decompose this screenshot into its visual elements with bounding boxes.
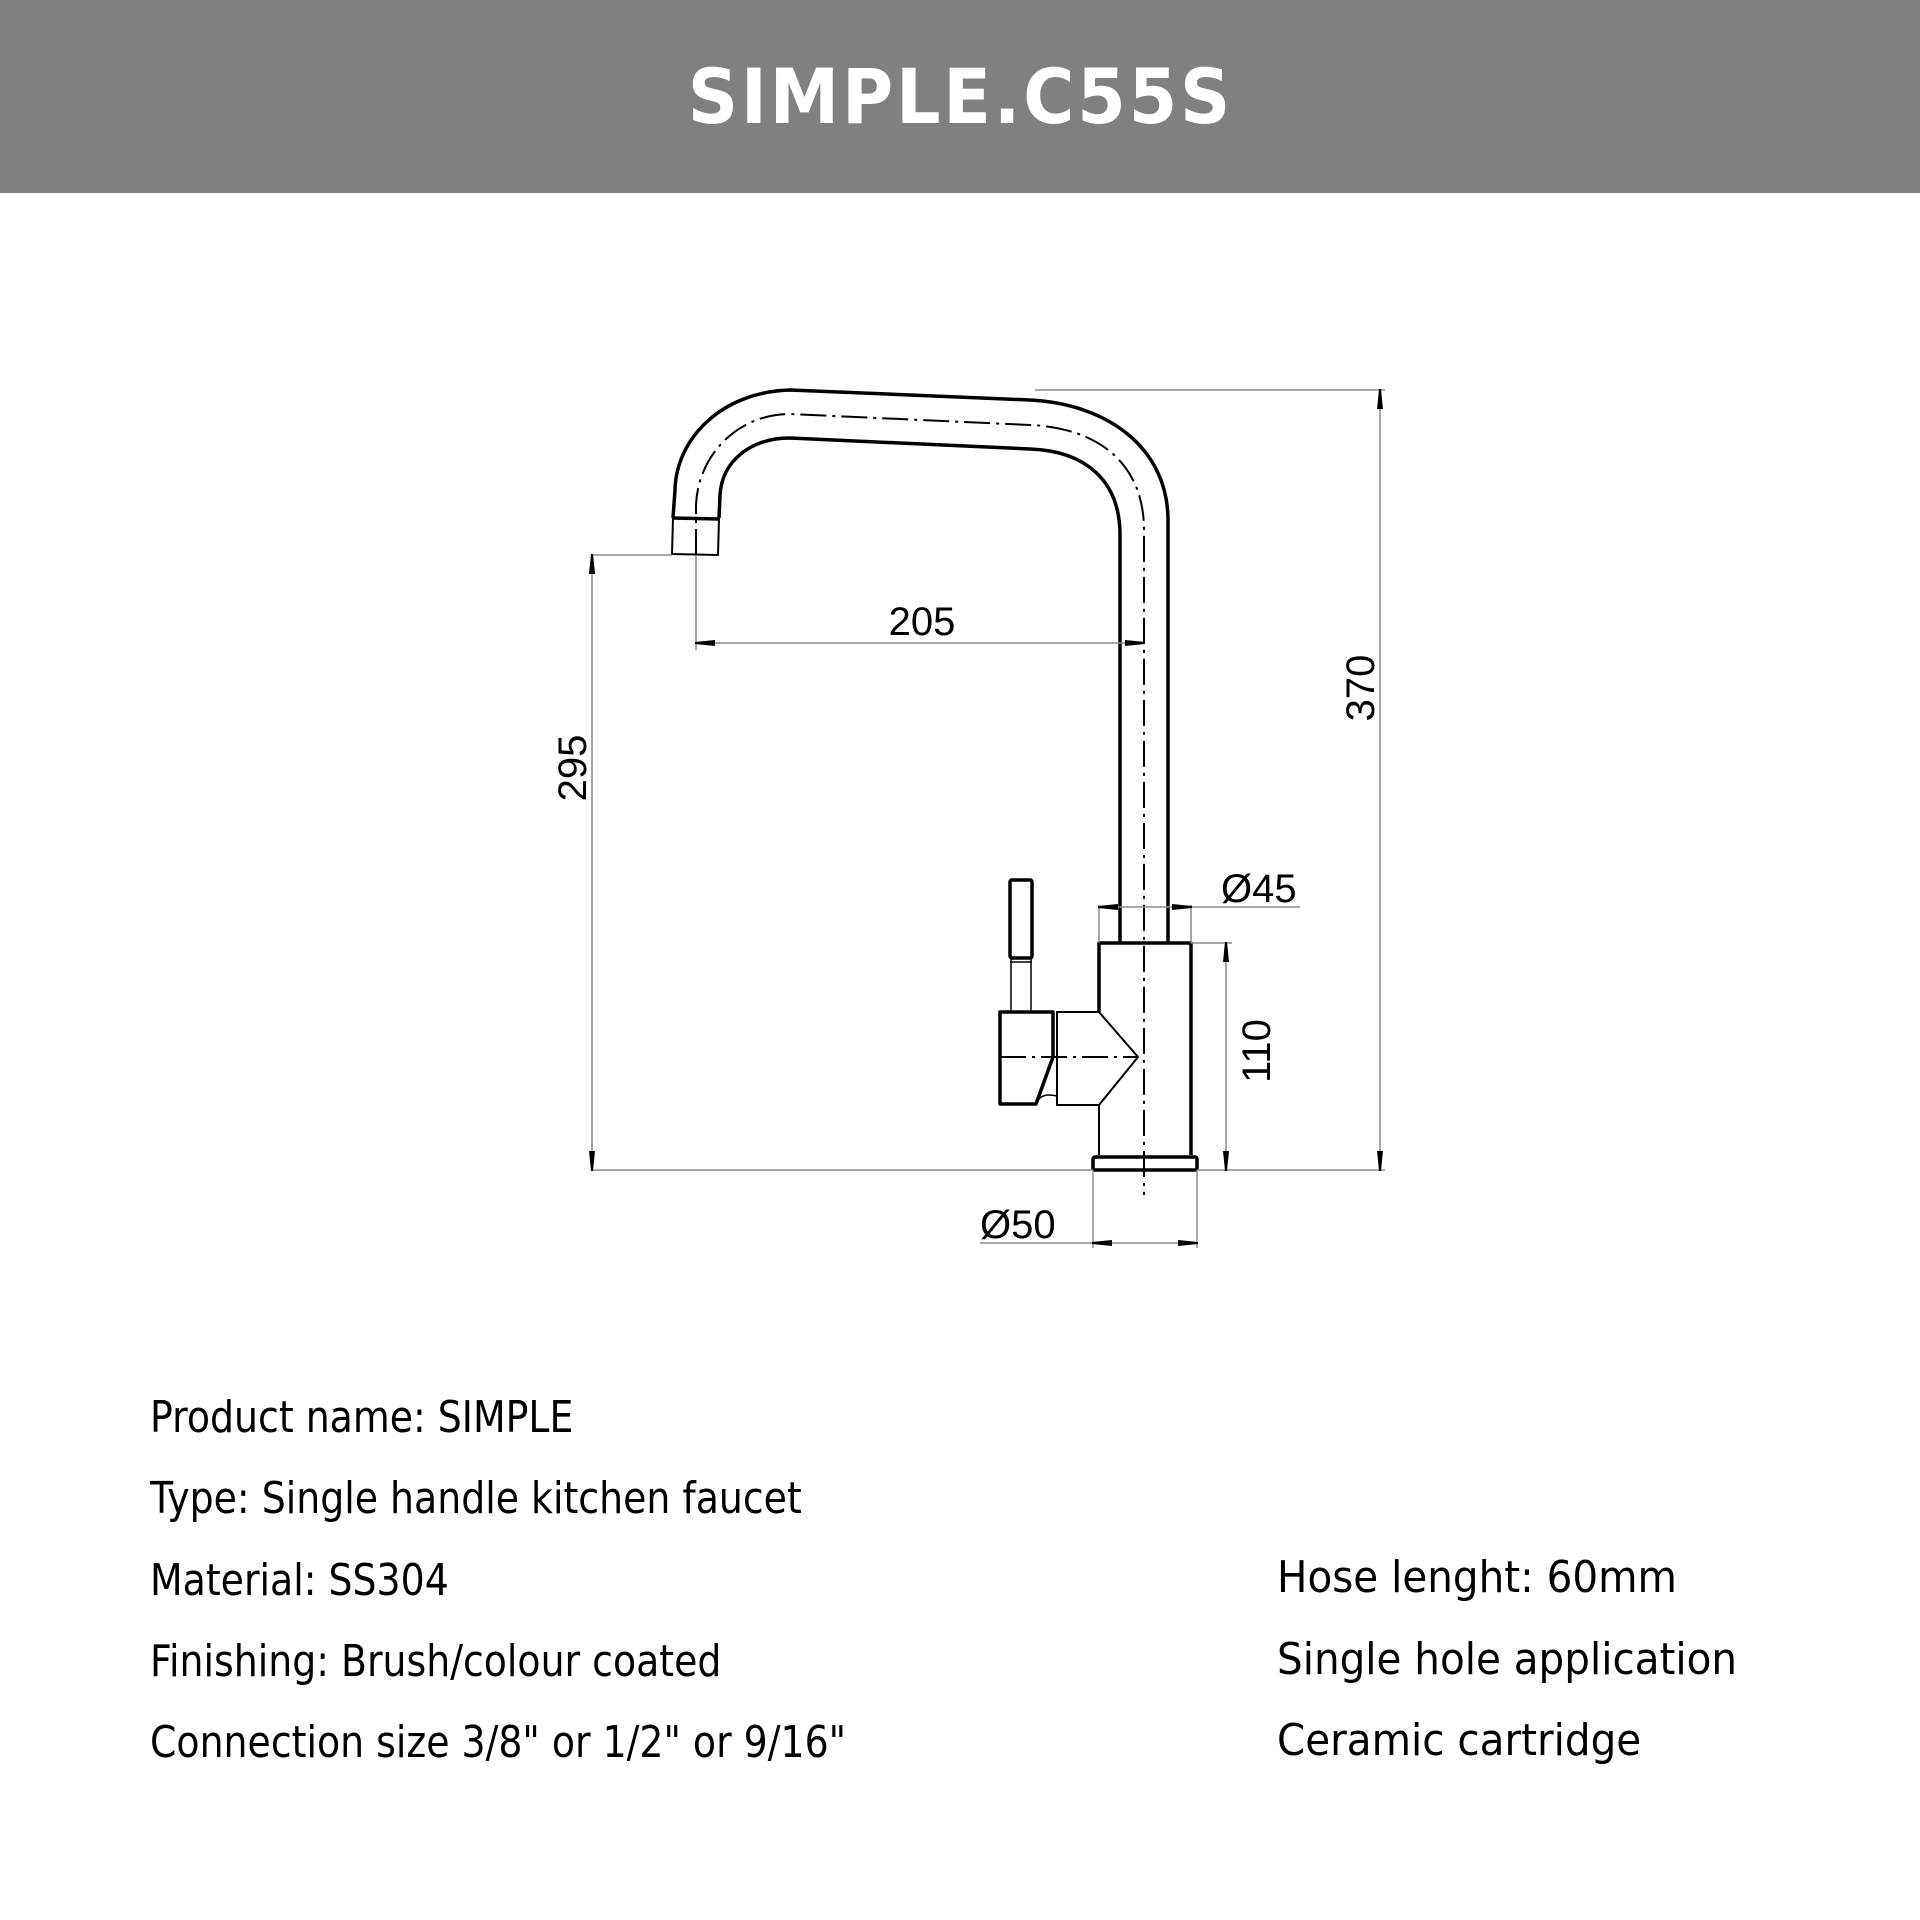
spec-type: Type: Single handle kitchen faucet: [150, 1473, 802, 1524]
spec-material: Material: SS304: [150, 1555, 449, 1606]
dim-label-110: 110: [1235, 1019, 1279, 1083]
dim-label-205: 205: [889, 600, 956, 644]
faucet-body: [1097, 941, 1193, 1155]
spec-single-hole: Single hole application: [1277, 1634, 1738, 1685]
handle-hub: [1056, 1011, 1139, 1106]
spec-hose-length: Hose lenght: 60mm: [1277, 1552, 1677, 1603]
dim-label-295: 295: [551, 735, 595, 802]
dim-label-370: 370: [1339, 655, 1383, 722]
dim-label-diameter-50: Ø50: [980, 1203, 1056, 1247]
spout-inner-edge: [717, 436, 1122, 943]
spec-finishing: Finishing: Brush/colour coated: [150, 1636, 722, 1687]
spec-product-name: Product name: SIMPLE: [150, 1392, 574, 1443]
dim-label-diameter-45: Ø45: [1221, 867, 1297, 911]
handle-block: [998, 1010, 1055, 1106]
faucet-outline: [671, 388, 1199, 1172]
spec-ceramic-cartridge: Ceramic cartridge: [1277, 1715, 1642, 1766]
centerlines: [695, 412, 1145, 1195]
dimension-arrows: [589, 389, 1383, 1246]
title-banner: SIMPLE.C55S: [0, 0, 1920, 193]
handle-stem: [1010, 958, 1032, 1012]
product-model-title: SIMPLE.C55S: [687, 52, 1233, 141]
spec-connection-size: Connection size 3/8" or 1/2" or 9/16": [150, 1717, 847, 1768]
dimension-lines: [592, 389, 1385, 1248]
spout-outer-edge: [671, 388, 1170, 943]
handle-lever: [1008, 878, 1034, 960]
